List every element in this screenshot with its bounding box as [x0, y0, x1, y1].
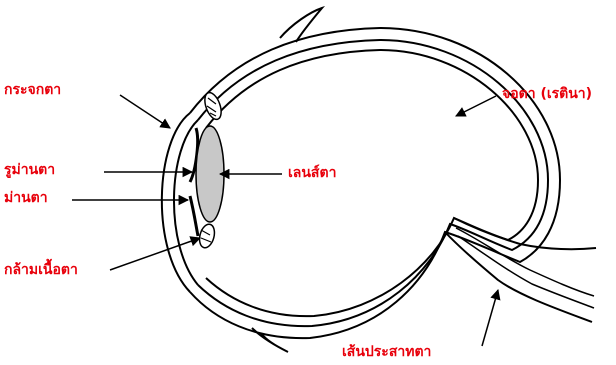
lower-muscle [252, 328, 288, 352]
label-optic-nerve: เส้นประสาทตา [342, 344, 431, 360]
label-cornea: กระจกตา [4, 82, 61, 98]
ciliary-muscle-bottom [197, 223, 217, 250]
retina-layer [206, 50, 538, 316]
sclera-inner [198, 40, 548, 326]
label-lens: เลนส์ตา [288, 165, 336, 181]
label-iris: ม่านตา [4, 190, 48, 206]
cornea-inner [174, 120, 198, 285]
lens-shape [196, 126, 224, 222]
label-retina: จอตา (เรตินา) [502, 86, 592, 102]
pointer-cornea [120, 95, 170, 128]
upper-muscle [280, 8, 322, 42]
sclera-outer [190, 28, 560, 338]
optic-nerve-fiber-2 [458, 236, 594, 308]
label-ciliary-muscle: กล้ามเนื้อตา [4, 262, 78, 278]
pointer-retina [456, 96, 496, 116]
label-pupil: รูม่านตา [4, 162, 55, 178]
iris-bottom [190, 196, 198, 236]
pointer-optic-nerve [482, 290, 498, 346]
